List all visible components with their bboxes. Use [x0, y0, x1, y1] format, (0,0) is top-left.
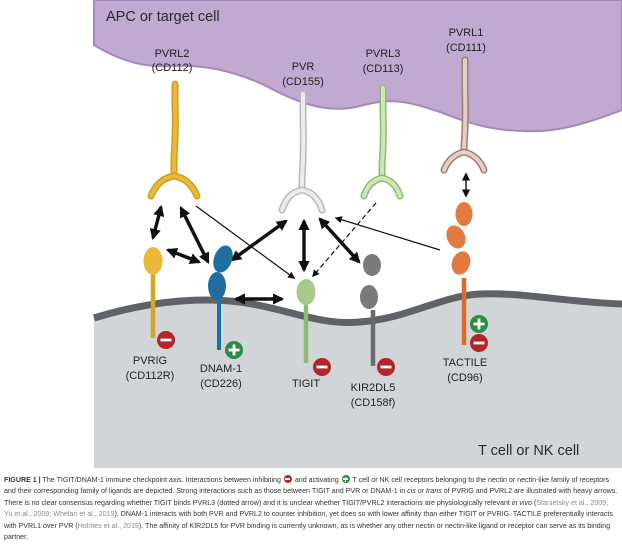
kir2dl5-name: KIR2DL5 — [351, 382, 396, 394]
arrow-pvr-dnam1 — [230, 219, 288, 262]
checkpoint-diagram: APC or target cell T cell or NK cell PVR… — [92, 0, 622, 468]
tactile-receptor — [446, 202, 473, 345]
arrow-pvrl2-pvrig — [149, 204, 165, 241]
arrow-pvrig-dnam1 — [165, 248, 202, 264]
tigit-inhibit-icon — [313, 358, 331, 376]
caption-s1: The TIGIT/DNAM-1 immune checkpoint axis.… — [40, 476, 283, 484]
dnam1-name: DNAM-1 — [200, 363, 242, 375]
tactile-alt: (CD96) — [447, 372, 482, 384]
apc-label: APC or target cell — [106, 9, 220, 25]
pvrl3-name: PVRL3 — [366, 48, 401, 60]
pvrig-inhibit-icon — [157, 331, 175, 349]
dnam1-receptor — [208, 245, 233, 350]
dnam1-alt: (CD226) — [200, 378, 242, 390]
caption-ref1[interactable]: Stanietsky et al., 2009; Yu et al., 2009… — [4, 498, 609, 519]
pvrl2-name: PVRL2 — [155, 48, 190, 60]
dnam1-activate-icon — [225, 341, 243, 359]
arrow-pvr-kir2dl5 — [318, 217, 361, 264]
figure-caption: FIGURE 1 | The TIGIT/DNAM-1 immune check… — [4, 475, 618, 543]
tcell-label: T cell or NK cell — [478, 443, 579, 459]
pvr-name: PVR — [292, 61, 315, 73]
caption-trans: trans — [426, 487, 442, 496]
pvrig-name: PVRIG — [133, 355, 167, 367]
pvrl2-alt: (CD112) — [152, 62, 193, 74]
caption-ref2[interactable]: Holmes et al., 2019 — [77, 521, 139, 530]
pvrig-alt: (CD112R) — [126, 370, 175, 382]
pvr-ligand — [278, 90, 326, 214]
caption-s8: ). The affinity of KIR2DL5 for PVR bindi… — [4, 521, 611, 542]
tactile-name: TACTILE — [443, 357, 487, 369]
pvrl1-alt: (CD111) — [446, 42, 486, 54]
pvrl1-name: PVRL1 — [449, 27, 484, 39]
plus-circle-icon — [341, 475, 350, 483]
arrow-tactile-pvr — [334, 216, 441, 251]
caption-s4: or — [415, 487, 427, 496]
pvrl2-ligand — [147, 80, 201, 200]
caption-label: FIGURE 1 | — [4, 476, 41, 484]
pvr-alt: (CD155) — [282, 76, 324, 88]
pvrig-receptor — [143, 247, 163, 338]
arrow-pvrl2-tigit — [195, 205, 296, 279]
caption-s3: T cell or NK cell receptors belonging to… — [4, 476, 609, 496]
kir2dl5-inhibit-icon — [377, 358, 395, 376]
caption-s6: ( — [531, 498, 537, 507]
caption-s7: ). DNAM-1 interacts with both PVR and PV… — [4, 510, 613, 530]
kir2dl5-receptor — [360, 254, 381, 366]
tigit-name: TIGIT — [292, 378, 320, 390]
caption-s5: of PVRIG and PVRL2 are illustrated with … — [4, 487, 618, 507]
kir2dl5-alt: (CD158f) — [351, 397, 396, 409]
tigit-receptor — [296, 279, 316, 363]
pvrl1-ligand — [440, 56, 488, 174]
tactile-activate-icon — [470, 315, 488, 333]
tcell-cell — [94, 293, 622, 468]
minus-circle-icon — [283, 475, 292, 483]
caption-cis: cis — [407, 487, 416, 496]
arrow-pvrl2-dnam1 — [179, 205, 210, 265]
pvrl3-ligand — [360, 84, 404, 200]
tcell-membrane — [92, 290, 622, 327]
arrow-pvrl3-tigit — [312, 202, 377, 278]
pvrl3-alt: (CD113) — [363, 63, 404, 75]
tactile-inhibit-icon — [470, 334, 488, 352]
caption-s2: and activating — [292, 476, 341, 484]
apc-cell — [93, 0, 622, 133]
caption-invivo: in vivo — [511, 498, 532, 507]
